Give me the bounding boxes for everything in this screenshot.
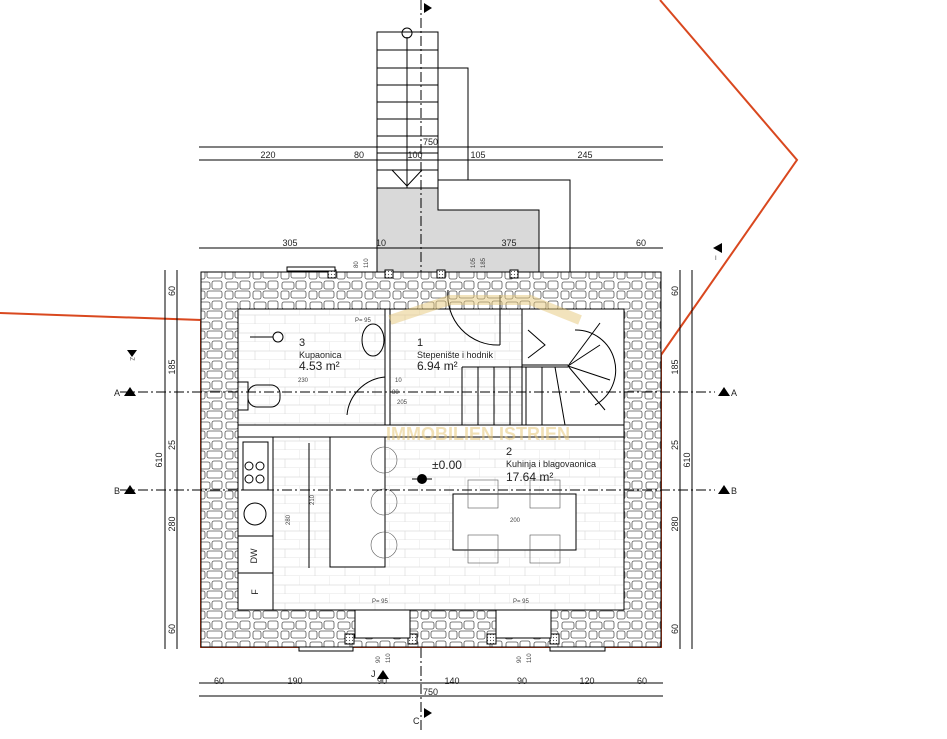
chair: [467, 534, 499, 564]
svg-text:110: 110: [527, 653, 533, 663]
svg-text:220: 220: [260, 150, 275, 160]
svg-text:Kuhinja i blagovaonica: Kuhinja i blagovaonica: [506, 459, 596, 469]
floor-level: ±0.00: [432, 458, 462, 472]
svg-text:I: I: [715, 256, 717, 262]
kitchen-sink-icon: [243, 502, 267, 526]
svg-text:Kupaonica: Kupaonica: [299, 350, 342, 360]
building: [200, 266, 662, 652]
svg-text:610: 610: [154, 452, 164, 467]
bar-stool: [370, 531, 398, 559]
svg-text:610: 610: [682, 452, 692, 467]
svg-text:6.94 m²: 6.94 m²: [417, 359, 458, 373]
svg-text:90: 90: [376, 656, 382, 663]
svg-text:105: 105: [470, 150, 485, 160]
svg-text:120: 120: [579, 676, 594, 686]
svg-text:1: 1: [417, 337, 423, 349]
svg-text:90: 90: [517, 676, 527, 686]
svg-text:140: 140: [444, 676, 459, 686]
svg-text:375: 375: [501, 238, 516, 248]
sink-icon: [361, 323, 385, 357]
svg-text:230: 230: [298, 378, 309, 384]
bottom-dimensions: 60 190 90 140 90 120 60 750 90 110 90 11…: [199, 653, 663, 697]
left-dimensions: 60 185 25 280 60 610: [154, 270, 178, 649]
svg-text:245: 245: [577, 150, 592, 160]
svg-text:185: 185: [481, 257, 487, 268]
svg-text:200: 200: [510, 518, 521, 524]
window-sill: P= 95: [355, 318, 372, 324]
svg-text:60: 60: [670, 286, 680, 296]
svg-text:A: A: [731, 388, 737, 398]
svg-text:Z: Z: [128, 357, 134, 361]
section-markers: A B A B C J Z I: [114, 243, 737, 726]
kitchen-island: [329, 436, 386, 568]
chair: [529, 479, 561, 509]
svg-text:750: 750: [423, 687, 438, 697]
svg-text:C: C: [413, 716, 420, 726]
window-sill: P= 95: [372, 599, 389, 605]
window-sill: P= 95: [513, 599, 530, 605]
stair-start-icon: [401, 27, 413, 39]
dishwasher-label: DW: [249, 548, 259, 563]
fridge-label: F: [250, 589, 260, 595]
svg-text:280: 280: [670, 516, 680, 531]
svg-text:25: 25: [167, 440, 177, 450]
bar-stool: [370, 446, 398, 474]
svg-text:25: 25: [670, 440, 680, 450]
section-arrow-c-top: [424, 3, 432, 13]
room-bathroom: 3 Kupaonica 4.53 m²: [299, 337, 342, 373]
room-stairs-hall: 1 Stepenište i hodnik 6.94 m²: [417, 337, 494, 373]
svg-text:100: 100: [407, 150, 422, 160]
svg-text:185: 185: [670, 359, 680, 374]
svg-text:2: 2: [506, 446, 512, 458]
svg-text:4.53 m²: 4.53 m²: [299, 359, 340, 373]
svg-text:10: 10: [376, 238, 386, 248]
svg-text:750: 750: [423, 137, 438, 147]
svg-text:60: 60: [214, 676, 224, 686]
svg-text:280: 280: [167, 516, 177, 531]
chair: [529, 534, 561, 564]
svg-text:190: 190: [287, 676, 302, 686]
svg-text:305: 305: [282, 238, 297, 248]
room-kitchen-dining: 2 Kuhinja i blagovaonica 17.64 m²: [506, 446, 596, 484]
svg-text:80: 80: [392, 390, 399, 396]
top-dimensions: 750 220 80 100 105 245 305 10 375 60 80 …: [199, 137, 663, 268]
svg-text:90: 90: [377, 676, 387, 686]
svg-text:60: 60: [167, 286, 177, 296]
svg-text:185: 185: [167, 359, 177, 374]
svg-text:IMMOBILIEN ISTRIEN: IMMOBILIEN ISTRIEN: [386, 424, 570, 444]
svg-text:3: 3: [299, 337, 305, 349]
svg-text:110: 110: [364, 258, 370, 268]
svg-text:90: 90: [517, 656, 523, 663]
svg-text:105: 105: [471, 257, 477, 268]
watermark-logo: IMMOBILIEN ISTRIEN: [386, 295, 582, 444]
svg-text:205: 205: [397, 400, 408, 406]
svg-text:110: 110: [386, 653, 392, 663]
right-dimensions: 60 185 25 280 60 610: [670, 270, 693, 649]
svg-text:Stepenište i hodnik: Stepenište i hodnik: [417, 350, 494, 360]
window-1: [354, 609, 411, 639]
svg-text:J: J: [371, 669, 376, 679]
chair: [467, 479, 499, 509]
svg-text:17.64 m²: 17.64 m²: [506, 470, 553, 484]
svg-text:80: 80: [354, 150, 364, 160]
dining-table: [452, 493, 577, 551]
svg-text:80: 80: [354, 261, 360, 268]
svg-text:60: 60: [167, 624, 177, 634]
svg-text:A: A: [114, 388, 120, 398]
svg-text:60: 60: [636, 238, 646, 248]
svg-text:60: 60: [637, 676, 647, 686]
svg-text:10: 10: [395, 378, 402, 384]
svg-text:B: B: [114, 486, 120, 496]
bathroom-door-swing: [346, 376, 386, 416]
svg-text:60: 60: [670, 624, 680, 634]
svg-text:280: 280: [286, 514, 292, 525]
kitchen-counter: [237, 436, 274, 611]
window-2: [495, 609, 552, 639]
exterior-stair: [376, 27, 571, 273]
svg-text:210: 210: [310, 494, 316, 505]
svg-text:B: B: [731, 486, 737, 496]
bar-stool: [370, 488, 398, 516]
